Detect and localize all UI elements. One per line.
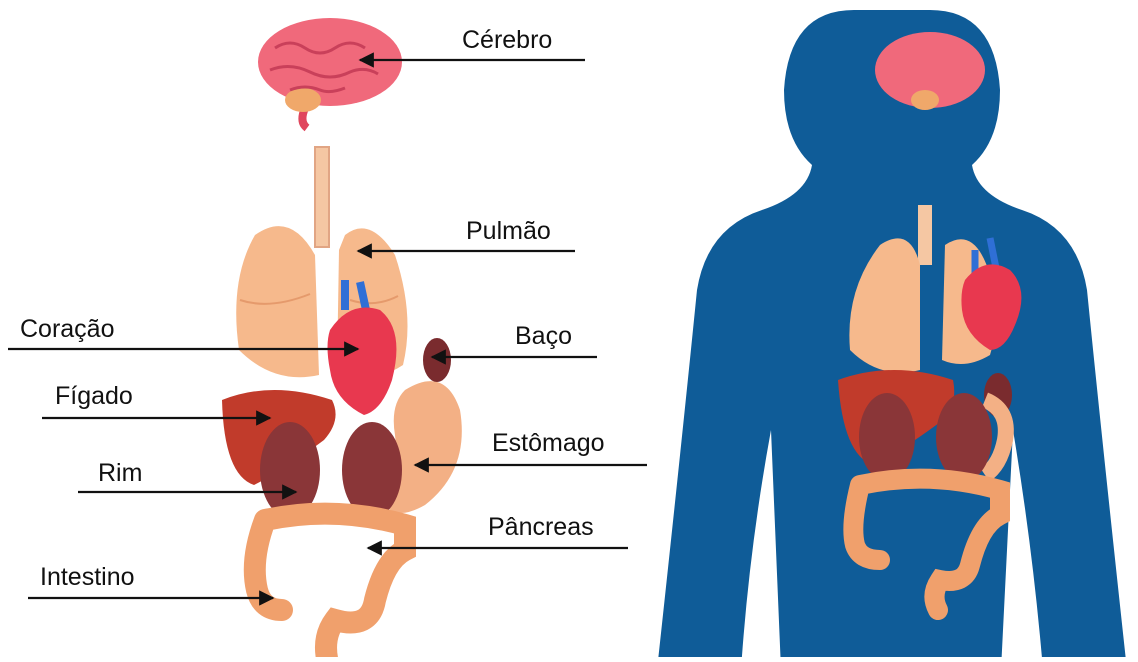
label-lung: Pulmão <box>466 219 551 244</box>
label-kidney: Rim <box>98 461 142 486</box>
spleen-illustration <box>423 338 451 382</box>
brain-illustration <box>258 18 402 128</box>
label-pancreas: Pâncreas <box>488 515 594 540</box>
label-brain: Cérebro <box>462 28 552 53</box>
label-intestine: Intestino <box>40 565 135 590</box>
label-stomach: Estômago <box>492 431 605 456</box>
intestine-illustration <box>255 514 405 657</box>
label-heart: Coração <box>20 317 115 342</box>
label-liver: Fígado <box>55 384 133 409</box>
left-organs <box>222 18 462 657</box>
trachea-illustration <box>315 147 329 247</box>
right-kidney-illustration <box>342 422 402 518</box>
body-silhouette <box>657 10 1127 657</box>
label-spleen: Baço <box>515 324 572 349</box>
